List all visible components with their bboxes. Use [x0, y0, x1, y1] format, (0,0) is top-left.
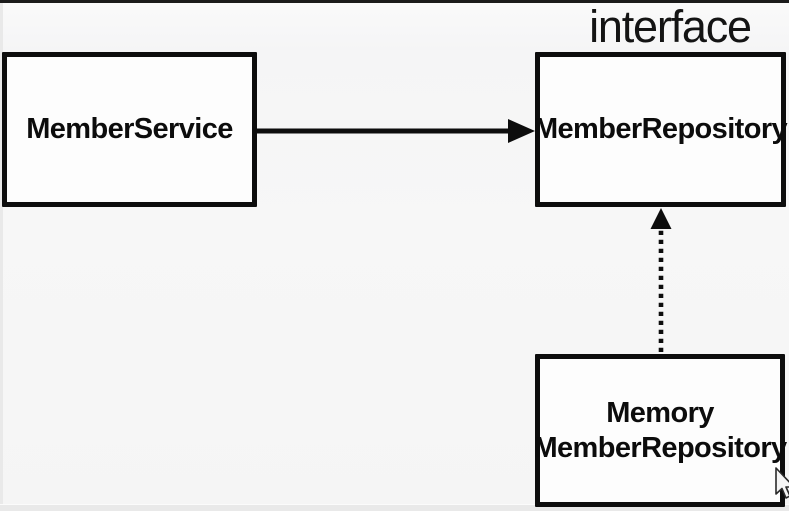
left-edge-strip	[0, 3, 3, 511]
interface-stereotype-label: interface	[589, 1, 752, 52]
edge-uses-solid-arrow	[257, 119, 535, 143]
node-memory-member-repository: Memory MemberRepository	[533, 354, 787, 507]
node-member-repository: MemberRepository	[533, 52, 788, 207]
node-memory-label-line1: Memory	[606, 396, 714, 429]
top-bar	[0, 0, 789, 3]
edge-implements-dotted-arrow	[650, 208, 672, 352]
up-arrowhead-icon	[650, 208, 672, 229]
node-member-repository-label: MemberRepository	[533, 113, 788, 145]
node-memory-label-line2: MemberRepository	[533, 431, 787, 464]
right-arrowhead-icon	[508, 119, 535, 143]
node-member-service-label: MemberService	[26, 113, 233, 145]
node-member-service: MemberService	[2, 52, 257, 207]
bottom-edge-strip	[0, 504, 789, 511]
